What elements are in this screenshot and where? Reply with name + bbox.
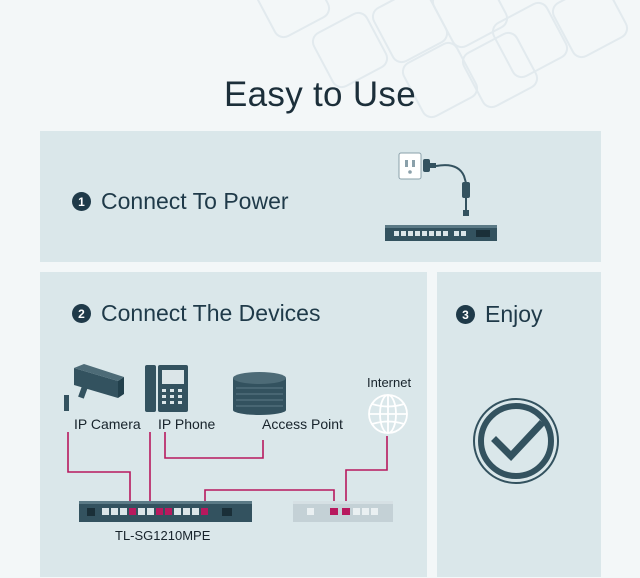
power-outlet-icon [398, 152, 422, 180]
checkmark-icon [473, 398, 559, 484]
ip-camera-label: IP Camera [74, 416, 141, 432]
ip-camera-icon [64, 364, 124, 411]
access-point-icon [233, 372, 286, 415]
switch-icon [79, 501, 252, 522]
page-title: Easy to Use [224, 75, 416, 115]
power-plug-icon [423, 159, 436, 172]
step-number-badge: 3 [456, 305, 475, 324]
ip-phone-label: IP Phone [158, 416, 216, 432]
step-label: Connect The Devices [101, 300, 321, 326]
ip-phone-icon [145, 365, 188, 412]
internet-label: Internet [367, 375, 412, 390]
step-number-badge: 2 [72, 304, 91, 323]
router-icon [293, 501, 393, 522]
network-cables [67, 432, 388, 506]
step-devices-heading: 2 Connect The Devices [72, 300, 320, 327]
step-label: Connect To Power [101, 188, 289, 214]
step-power-panel [40, 131, 601, 262]
access-point-label: Access Point [262, 416, 343, 432]
step-enjoy-heading: 3 Enjoy [456, 301, 543, 328]
step-label: Enjoy [485, 301, 543, 327]
switch-model-label: TL-SG1210MPE [115, 528, 211, 543]
step-number-badge: 1 [72, 192, 91, 211]
power-adapter [462, 182, 470, 198]
power-cable [435, 164, 467, 184]
globe-icon [368, 394, 408, 434]
switch-small-icon [385, 225, 497, 241]
step-power-heading: 1 Connect To Power [72, 188, 289, 215]
step-devices-panel [40, 272, 427, 577]
